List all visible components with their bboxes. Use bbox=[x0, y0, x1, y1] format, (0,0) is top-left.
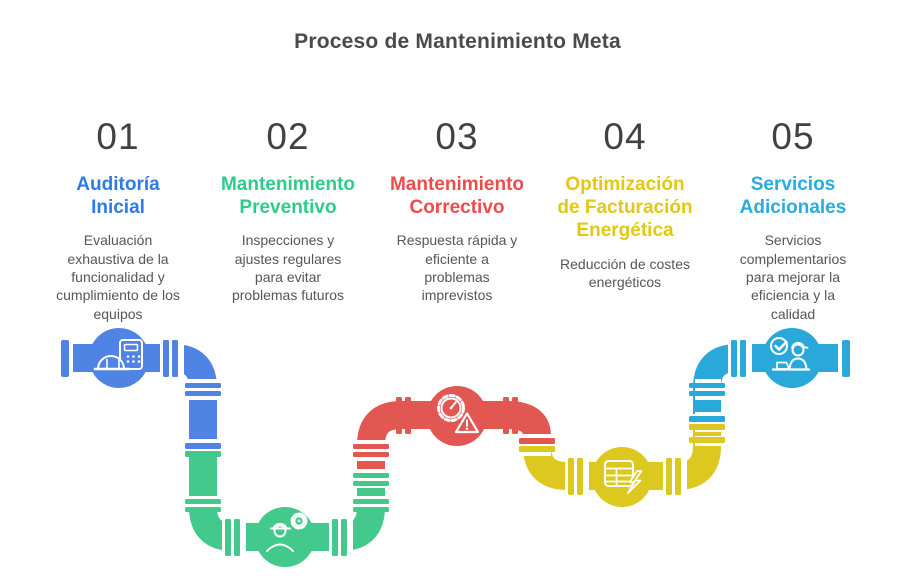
step-column-3: 03 Mantenimiento Correctivo Respuesta rá… bbox=[372, 118, 542, 305]
gauge-gear-warning-icon bbox=[437, 394, 480, 434]
node-4-circle bbox=[592, 447, 652, 507]
node-2-circle bbox=[255, 507, 315, 567]
step-number: 04 bbox=[603, 116, 647, 157]
step-number: 01 bbox=[96, 116, 140, 157]
agent-checkmark-icon bbox=[770, 337, 811, 371]
step-description: Reducción de costes energéticos bbox=[560, 255, 690, 290]
step-heading: Mantenimiento Correctivo bbox=[389, 174, 525, 219]
step-number: 05 bbox=[771, 116, 815, 157]
worker-gear-icon bbox=[266, 512, 308, 552]
helmet-calculator-icon bbox=[93, 339, 143, 371]
step-description: Inspecciones y ajustes regulares para ev… bbox=[231, 232, 345, 304]
invoice-lightning-icon bbox=[604, 460, 643, 494]
step-number: 02 bbox=[266, 116, 310, 157]
node-5-circle bbox=[762, 328, 822, 388]
page-title: Proceso de Mantenimiento Meta bbox=[294, 30, 621, 53]
pipe-fittings-services bbox=[689, 328, 850, 422]
step-description: Servicios complementarios para mejorar l… bbox=[739, 232, 847, 322]
step-description: Evaluación exhaustiva de la funcionalida… bbox=[56, 232, 180, 322]
step-heading: Optimización de Facturación Energética bbox=[557, 174, 693, 242]
step-heading: Servicios Adicionales bbox=[739, 174, 847, 219]
step-description: Respuesta rápida y eficiente a problemas… bbox=[396, 232, 518, 304]
step-column-1: 01 Auditoría Inicial Evaluación exhausti… bbox=[33, 118, 203, 323]
step-heading: Auditoría Inicial bbox=[76, 174, 160, 219]
step-number: 03 bbox=[435, 116, 479, 157]
step-column-2: 02 Mantenimiento Preventivo Inspecciones… bbox=[203, 118, 373, 305]
step-column-4: 04 Optimización de Facturación Energétic… bbox=[540, 118, 710, 291]
step-column-5: 05 Servicios Adicionales Servicios compl… bbox=[708, 118, 878, 323]
step-heading: Mantenimiento Preventivo bbox=[220, 174, 356, 219]
